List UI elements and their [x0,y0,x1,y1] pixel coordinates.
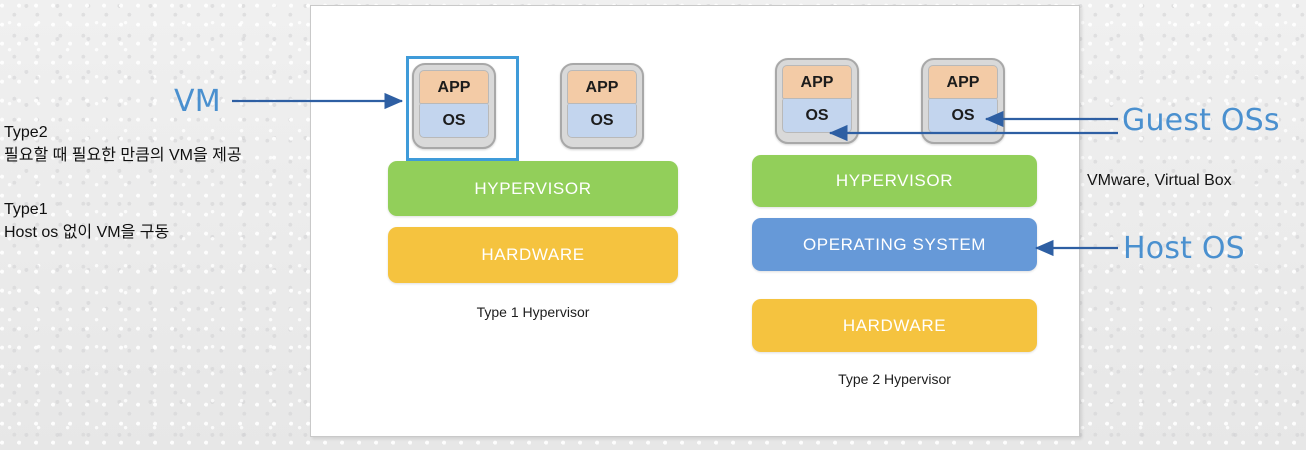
vm-app-block: APP [928,65,998,99]
type2-hardware-bar[interactable]: HARDWARE [752,299,1037,352]
vm-app-block: APP [782,65,852,99]
guest-os-annotation-label: Guest OSs [1122,103,1280,138]
vm-os-block: OS [928,99,998,133]
note-type1: Type1 Host os 없이 VM을 구동 [4,201,170,241]
vm-card[interactable]: APP OS [921,58,1005,144]
bar-label: HARDWARE [481,245,585,264]
bar-label: HARDWARE [842,315,947,335]
note-type2: Type2 필요할 때 필요한 만큼의 VM을 제공 [4,124,242,164]
vm-os-block: OS [567,104,637,138]
type2-hypervisor-bar[interactable]: HYPERVISOR [752,155,1037,207]
vm-os-block: OS [782,99,852,133]
vm-app-block: APP [567,70,637,104]
bar-label: HYPERVISOR [474,178,592,198]
type2-caption: Type 2 Hypervisor [838,371,951,387]
bar-label: OPERATING SYSTEM [802,234,987,254]
vm-annotation-label: VM [174,84,221,119]
vm-app-block: APP [419,70,489,104]
type2-operating-system-bar[interactable]: OPERATING SYSTEM [752,218,1037,271]
host-os-annotation-label: Host OS [1123,231,1245,266]
slide-panel: APP OS APP OS HYPERVISOR HARDWARE Type 1… [310,5,1080,437]
type1-caption: Type 1 Hypervisor [476,304,590,320]
vm-highlight-box[interactable] [406,56,519,161]
vm-os-block: OS [419,104,489,138]
vmware-annotation-label: VMware, Virtual Box [1087,172,1232,189]
type1-hypervisor-bar[interactable]: HYPERVISOR [388,161,678,216]
vm-card[interactable]: APP OS [560,63,644,149]
vm-card[interactable]: APP OS [775,58,859,144]
vm-card[interactable]: APP OS [412,63,496,149]
type1-hardware-bar[interactable]: HARDWARE [388,227,678,283]
bar-label: HYPERVISOR [835,171,954,190]
